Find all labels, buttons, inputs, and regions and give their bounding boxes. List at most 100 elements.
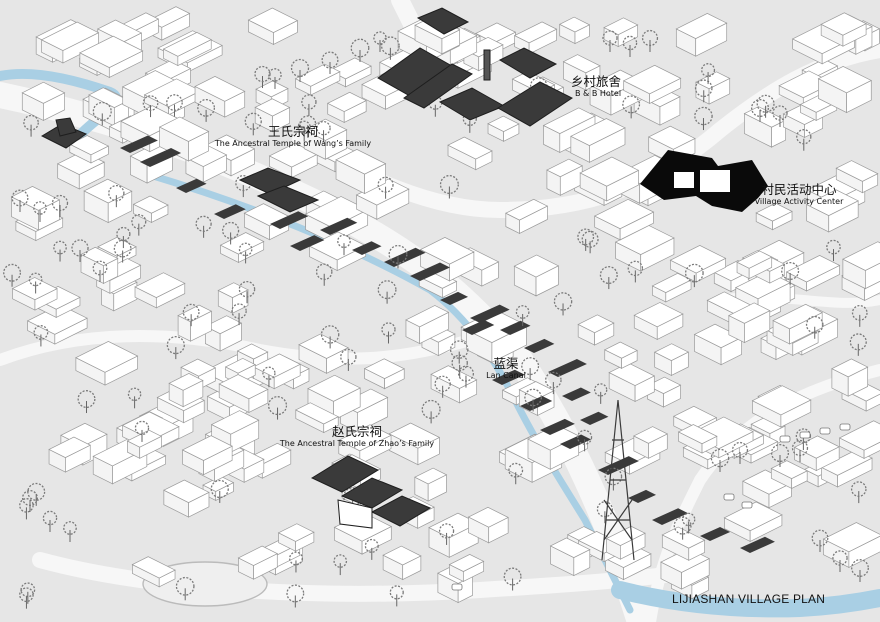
zhao-temple-label-en: The Ancestral Temple of Zhao’s Family — [279, 439, 435, 448]
building-icon — [131, 556, 176, 588]
tree-icon — [127, 387, 142, 409]
tree-icon — [373, 31, 387, 52]
trees — [3, 29, 869, 609]
parked-cars — [451, 423, 851, 591]
tree-icon — [388, 244, 408, 269]
tree-icon — [684, 263, 704, 288]
tree-icon — [92, 260, 108, 282]
tree-icon — [28, 272, 43, 294]
building-icon — [487, 115, 520, 142]
tree-icon — [389, 585, 404, 607]
building-icon — [75, 341, 139, 386]
tree-icon — [364, 538, 379, 560]
tree-icon — [27, 482, 46, 506]
pavilion-roof-icon — [628, 489, 657, 503]
tree-icon — [134, 420, 150, 442]
pavilion-roof-icon — [320, 217, 358, 235]
building-icon — [653, 343, 690, 377]
tree-icon — [377, 176, 394, 199]
building-icon — [143, 78, 202, 116]
pavilion-roof-icon — [540, 418, 575, 435]
tree-icon — [851, 304, 868, 327]
tree-icon — [262, 366, 276, 388]
building-icon — [414, 467, 448, 502]
tree-icon — [11, 189, 29, 212]
building-icon — [326, 91, 367, 124]
building-icon — [79, 35, 144, 79]
pavilion-roof-icon — [120, 135, 158, 153]
pavilion-roof-icon — [700, 526, 731, 541]
tree-icon — [33, 201, 47, 222]
pavilion-roof-icon — [580, 411, 609, 425]
building-icon — [204, 315, 243, 352]
building-icon — [237, 545, 279, 580]
tree-icon — [244, 112, 262, 136]
bnb-hotel-label-zh: 乡村旅舍 — [571, 74, 622, 89]
pavilion-roof-icon — [560, 434, 592, 449]
building-icon — [604, 544, 652, 581]
tree-icon — [596, 501, 613, 524]
tree-icon — [231, 303, 247, 326]
building-icon — [669, 245, 727, 283]
tree-icon — [622, 35, 638, 57]
village-activity-center — [640, 150, 768, 212]
building-icon — [219, 232, 265, 264]
pavilion-roof-icon — [140, 148, 182, 167]
tree-icon — [701, 63, 716, 85]
tree-icon — [131, 214, 147, 236]
building-icon — [633, 302, 684, 340]
building-icon — [247, 7, 299, 45]
building-icon — [48, 436, 92, 473]
activity-center-label-en: Village Activity Center — [754, 197, 844, 206]
activity-center-label: 村民活动中心 Village Activity Center — [746, 182, 852, 207]
building-icon — [577, 314, 615, 346]
tree-icon — [350, 38, 370, 62]
building-icon — [303, 118, 348, 160]
tree-icon — [116, 226, 131, 249]
tree-icon — [508, 462, 524, 485]
dark-roofs — [120, 135, 775, 553]
zhao-temple-label: 赵氏宗祠 The Ancestral Temple of Zhao’s Fami… — [274, 424, 440, 449]
tree-icon — [77, 390, 96, 414]
tree-icon — [673, 516, 692, 540]
pavilion-roof-icon — [492, 369, 525, 385]
building-icon — [751, 385, 812, 428]
tree-icon — [832, 550, 848, 572]
tree-icon — [751, 99, 769, 122]
zhao-ancestral-temple — [310, 455, 432, 529]
pavilion-roof-icon — [290, 235, 325, 251]
tree-icon — [254, 65, 271, 89]
tree-icon — [71, 239, 89, 262]
tree-icon — [33, 325, 49, 347]
tree-icon — [599, 266, 618, 290]
zhao-temple-label-zh: 赵氏宗祠 — [331, 424, 382, 439]
tree-icon — [238, 280, 256, 304]
building-icon — [549, 537, 591, 577]
tree-icon — [42, 510, 58, 532]
tree-icon — [195, 215, 212, 238]
tree-icon — [694, 106, 713, 131]
lan-canal-label-zh: 蓝渠 — [493, 356, 519, 371]
building-icon — [254, 98, 291, 133]
building-icon — [158, 116, 210, 162]
wang-temple-label: 王氏宗祠 The Ancestral Temple of Wang’s Fami… — [208, 124, 378, 149]
pavilion-roof-icon — [462, 319, 495, 335]
pavilion-roof-icon — [352, 241, 382, 255]
building-icon — [675, 12, 728, 57]
tree-icon — [795, 428, 812, 451]
pavilion-roof-icon — [176, 178, 207, 193]
lan-canal-label-en: Lan Canal — [486, 371, 526, 380]
pavilion-roof-icon — [470, 304, 510, 323]
tree-icon — [772, 105, 788, 127]
tree-icon — [694, 79, 713, 103]
tree-icon — [681, 512, 696, 534]
building-icon — [842, 241, 880, 290]
tree-icon — [770, 443, 790, 467]
building-icon — [728, 302, 771, 344]
building-icon — [132, 195, 169, 224]
building-icon — [163, 479, 210, 518]
building-icon — [405, 305, 450, 345]
building-icon — [772, 303, 823, 345]
building-icon — [505, 198, 549, 234]
